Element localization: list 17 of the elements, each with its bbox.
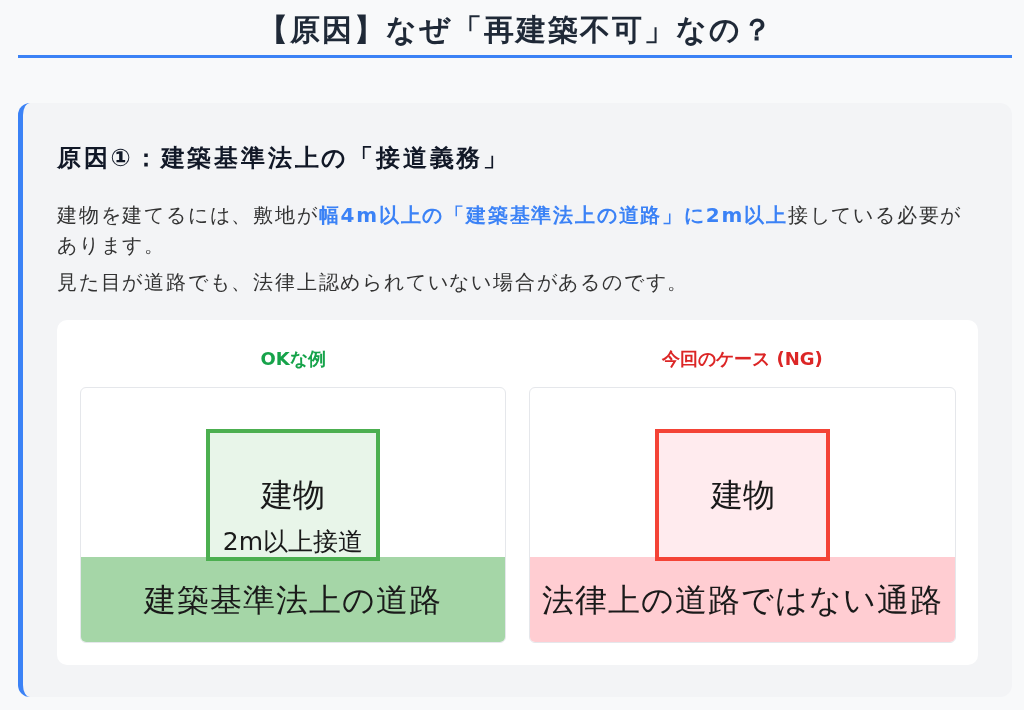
road-band xyxy=(530,557,955,642)
building-label: 建物 xyxy=(261,475,325,515)
building-label: 建物 xyxy=(710,475,775,515)
info-card xyxy=(18,103,1012,697)
page-title: 【原因】なぜ「再建築不可」なの？ xyxy=(258,11,774,49)
road-band xyxy=(81,557,505,642)
example-heading: 今回のケース (NG) xyxy=(662,347,823,371)
body-text: 見た目が道路でも、法律上認められていない場合があるのです。 xyxy=(57,269,691,296)
example-heading: OKな例 xyxy=(260,347,326,371)
section-heading: 原因①：建築基準法上の「接道義務」 xyxy=(57,143,510,174)
building-box xyxy=(206,429,380,561)
road-label: 法律上の道路ではない通路 xyxy=(542,579,943,620)
building-box xyxy=(655,429,830,561)
diagram-panel xyxy=(57,320,978,665)
road-label: 建築基準法上の道路 xyxy=(144,579,442,620)
frontage-label: 2m以上接道 xyxy=(222,527,364,557)
body-text: 建物を建てるには、敷地が幅4m以上の「建築基準法上の道路」に2m以上接している必要があります。 xyxy=(57,202,964,259)
